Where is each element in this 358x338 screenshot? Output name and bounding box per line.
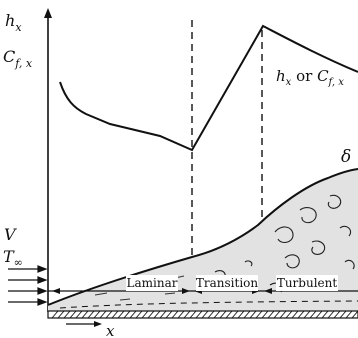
- svg-text:hx: hx: [5, 11, 22, 34]
- axis-label-c: C: [3, 47, 15, 66]
- axis-label-c-sub: f, x: [14, 57, 33, 70]
- flat-plate: [48, 311, 358, 318]
- curve-label-or: or: [291, 67, 317, 85]
- temperature-sub: ∞: [14, 256, 23, 269]
- boundary-layer-label: δ: [341, 147, 351, 167]
- turbulent-label: Turbulent: [277, 276, 338, 290]
- laminar-left-arrowhead: [52, 288, 60, 294]
- svg-text:T∞: T∞: [3, 247, 23, 269]
- curve-label-c: C: [317, 67, 329, 85]
- svg-text:hx or Cf, x: hx or Cf, x: [276, 67, 344, 88]
- axis-label-h: h: [5, 11, 15, 30]
- laminar-label: Laminar: [127, 276, 178, 290]
- vertical-axis-arrowhead: [44, 8, 52, 18]
- svg-text:Cf, x: Cf, x: [3, 47, 33, 70]
- coefficient-curve: [60, 26, 358, 150]
- curve-label-h: h: [276, 67, 286, 85]
- x-direction-arrowhead: [94, 321, 102, 327]
- transition-label: Transition: [196, 276, 259, 290]
- freestream-arrows: [8, 266, 46, 305]
- x-axis-label: x: [106, 322, 115, 338]
- axis-label-h-sub: x: [15, 21, 22, 34]
- velocity-label: V: [4, 225, 17, 244]
- curve-label-c-sub: f, x: [328, 77, 345, 88]
